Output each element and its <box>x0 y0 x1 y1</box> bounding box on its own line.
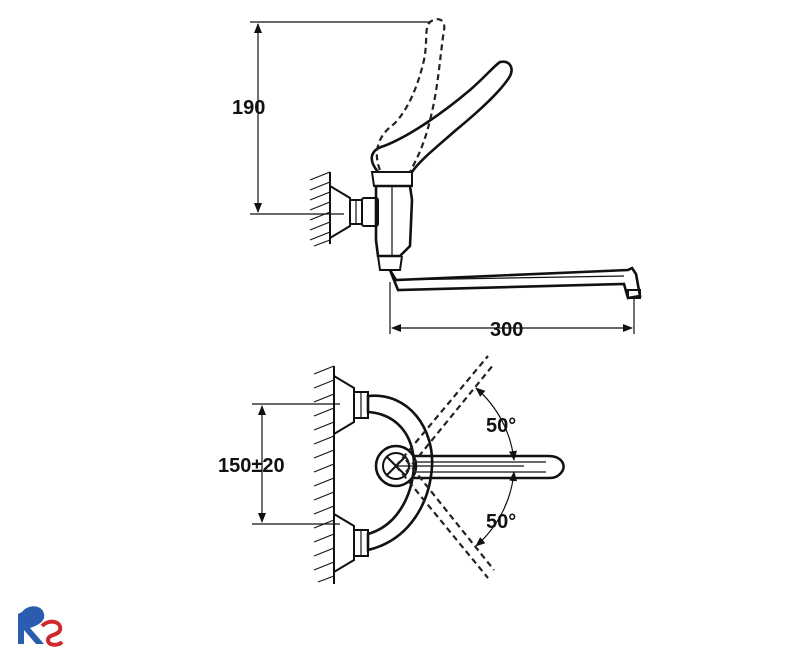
angle-arc-upper <box>475 387 517 461</box>
angle-arc-lower <box>475 471 518 547</box>
spout-top <box>414 454 565 480</box>
wall-hatch-side <box>309 171 331 247</box>
lever-handle-raised <box>375 18 446 173</box>
height-label: 190 <box>232 97 265 119</box>
spacing-dimension: 150±20 <box>218 403 340 525</box>
lever-handle <box>370 60 513 173</box>
top-view: 50° 50° 150±20 <box>218 355 565 584</box>
spacing-label: 150±20 <box>218 455 285 477</box>
height-dimension: 190 <box>232 21 430 215</box>
wall-hatch-top <box>313 365 335 584</box>
brand-logo <box>18 606 64 647</box>
side-view: 190 300 <box>232 18 642 341</box>
lower-connector <box>333 512 369 574</box>
mixer-body <box>370 171 414 271</box>
reach-label: 300 <box>490 319 523 341</box>
reach-dimension: 300 <box>389 282 635 341</box>
upper-connector <box>333 374 369 436</box>
spout-side <box>388 266 642 300</box>
angle-lower-label: 50° <box>486 511 516 533</box>
wall-connection <box>329 184 379 240</box>
spout-swing-lower-b <box>405 459 495 571</box>
spout-swing-upper <box>395 355 489 467</box>
spout-swing-lower <box>395 465 489 579</box>
spout-swing-upper-b <box>405 363 495 473</box>
angle-upper-label: 50° <box>486 415 516 437</box>
